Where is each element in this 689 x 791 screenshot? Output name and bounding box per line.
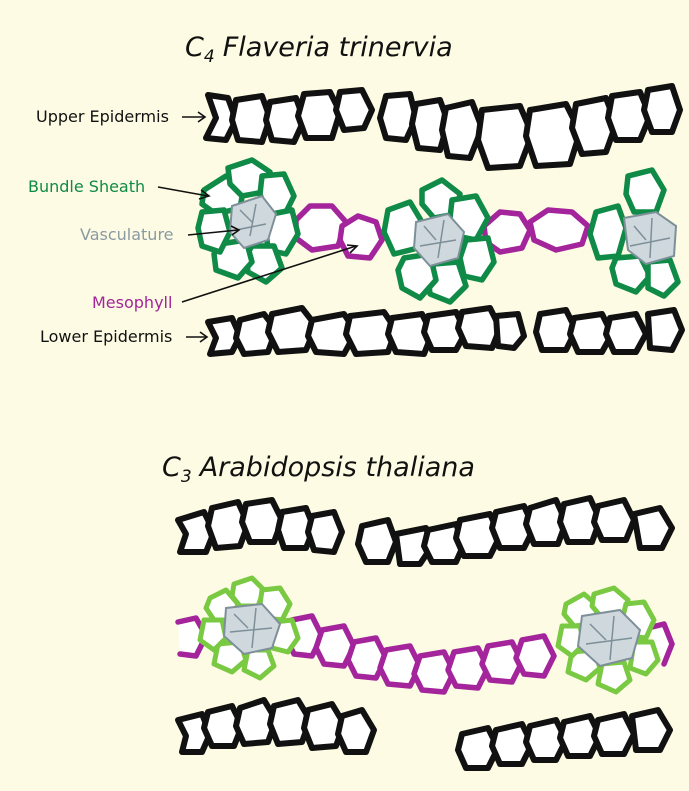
c4-lower-epidermis — [208, 308, 682, 354]
c3-title: C3 Arabidopsis thaliana — [162, 452, 475, 487]
cell — [590, 206, 626, 258]
c3-lower-epidermis — [178, 700, 670, 768]
label-bundle-sheath: Bundle Sheath — [28, 177, 145, 196]
label-vasculature: Vasculature — [80, 225, 174, 244]
c3-bundle-1 — [200, 578, 298, 678]
cell — [308, 512, 342, 552]
label-mesophyll: Mesophyll — [92, 293, 172, 312]
cell — [242, 500, 282, 542]
c3-title-species: Arabidopsis thaliana — [198, 452, 475, 483]
c4-title-prefix: C — [185, 32, 204, 63]
arrow-bundle-sheath — [158, 187, 208, 196]
cell — [338, 710, 374, 752]
cell — [594, 500, 634, 540]
c4-bundle-3 — [590, 170, 678, 296]
cell — [598, 662, 630, 692]
label-lower-epidermis: Lower Epidermis — [40, 327, 172, 346]
cell — [358, 520, 396, 562]
cell — [244, 650, 274, 678]
cell — [634, 508, 672, 548]
cell — [594, 714, 634, 754]
c4-upper-epidermis — [206, 86, 680, 168]
c4-title: C4 Flaveria trinervia — [185, 32, 453, 67]
cell — [442, 102, 482, 158]
cell — [496, 314, 524, 348]
cell — [606, 314, 646, 352]
cell — [632, 710, 670, 750]
c4-title-subscript: 4 — [204, 47, 215, 67]
cell — [626, 170, 664, 212]
cell — [460, 238, 494, 280]
c3-bundle-2 — [558, 588, 658, 692]
c4-title-species: Flaveria trinervia — [223, 32, 453, 63]
c3-title-prefix: C — [162, 452, 181, 483]
c4-bundle-2 — [384, 180, 494, 302]
cell — [458, 308, 500, 348]
cell — [336, 90, 372, 130]
cell — [296, 206, 346, 250]
c3-upper-epidermis — [178, 498, 672, 564]
cell — [644, 86, 680, 132]
c4-bundle-1 — [198, 160, 298, 282]
cell — [648, 310, 682, 350]
cell — [516, 636, 554, 676]
cell — [340, 216, 382, 258]
label-upper-epidermis: Upper Epidermis — [36, 107, 169, 126]
c3-title-subscript: 3 — [181, 467, 192, 487]
cell — [648, 260, 678, 296]
cell — [530, 210, 588, 250]
cell — [298, 92, 340, 138]
